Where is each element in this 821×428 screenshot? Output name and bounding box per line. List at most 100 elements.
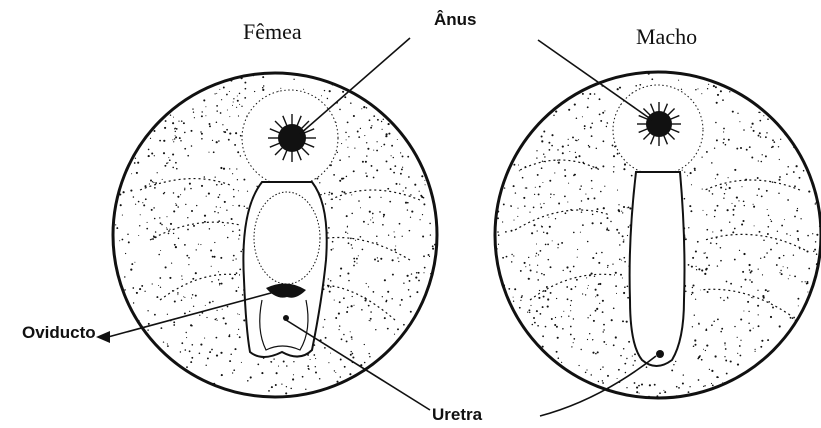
stipple-dot bbox=[581, 211, 582, 212]
stipple-dot bbox=[585, 372, 587, 374]
stipple-dot bbox=[752, 297, 753, 298]
stipple-dot bbox=[384, 279, 386, 281]
stipple-dot bbox=[324, 90, 325, 91]
stipple-dot bbox=[587, 288, 588, 289]
stipple-dot bbox=[539, 186, 541, 188]
stipple-dot bbox=[402, 155, 404, 157]
stipple-dot bbox=[187, 155, 189, 157]
stipple-dot bbox=[328, 278, 329, 279]
stipple-dot bbox=[385, 301, 387, 303]
stipple-dot bbox=[612, 144, 614, 146]
stipple-dot bbox=[403, 282, 404, 283]
stipple-dot bbox=[545, 244, 547, 246]
stipple-dot bbox=[768, 301, 770, 303]
stipple-dot bbox=[134, 162, 136, 164]
stipple-dot bbox=[563, 270, 564, 271]
stipple-dot bbox=[346, 215, 348, 217]
stipple-dot bbox=[138, 235, 139, 236]
stipple-dot bbox=[770, 316, 772, 318]
stipple-dot bbox=[208, 152, 209, 153]
stipple-dot bbox=[599, 303, 600, 304]
stipple-dot bbox=[293, 374, 294, 375]
stipple-dot bbox=[739, 121, 740, 122]
stipple-dot bbox=[186, 332, 187, 333]
stipple-dot bbox=[716, 102, 718, 104]
stipple-dot bbox=[556, 351, 558, 353]
stipple-dot bbox=[184, 148, 186, 150]
stipple-dot bbox=[191, 210, 193, 212]
stipple-dot bbox=[372, 213, 374, 215]
stipple-dot bbox=[751, 297, 752, 298]
stipple-dot bbox=[245, 88, 247, 90]
stipple-dot bbox=[578, 365, 579, 366]
stipple-dot bbox=[408, 176, 410, 178]
stipple-dot bbox=[351, 244, 353, 246]
stipple-dot bbox=[591, 374, 592, 375]
stipple-dot bbox=[216, 206, 217, 207]
stipple-dot bbox=[557, 337, 559, 339]
stipple-dot bbox=[211, 266, 212, 267]
stipple-dot bbox=[152, 181, 153, 182]
stipple-dot bbox=[691, 294, 692, 295]
stipple-dot bbox=[293, 79, 294, 80]
stipple-dot bbox=[409, 280, 411, 282]
stipple-dot bbox=[692, 257, 694, 259]
stipple-dot bbox=[166, 163, 168, 165]
stipple-dot bbox=[340, 268, 342, 270]
stipple-dot bbox=[303, 89, 304, 90]
stipple-dot bbox=[504, 187, 505, 188]
stipple-dot bbox=[725, 348, 727, 350]
stipple-dot bbox=[519, 170, 520, 171]
stipple-dot bbox=[723, 197, 724, 198]
stipple-dot bbox=[373, 291, 375, 293]
stipple-dot bbox=[513, 164, 515, 166]
stipple-dot bbox=[792, 317, 794, 319]
stipple-dot bbox=[366, 142, 367, 143]
stipple-dot bbox=[537, 325, 539, 327]
stipple-dot bbox=[695, 89, 696, 90]
stipple-dot bbox=[770, 249, 772, 251]
stipple-dot bbox=[816, 202, 818, 204]
stipple-dot bbox=[740, 355, 742, 357]
stipple-dot bbox=[751, 127, 752, 128]
stipple-dot bbox=[271, 386, 273, 388]
stipple-dot bbox=[623, 257, 625, 259]
stipple-dot bbox=[758, 325, 760, 327]
stipple-dot bbox=[330, 249, 332, 251]
stipple-dot bbox=[341, 191, 343, 193]
stipple-dot bbox=[515, 192, 516, 193]
stipple-dot bbox=[694, 315, 695, 316]
stipple-dot bbox=[371, 165, 373, 167]
stipple-dot bbox=[793, 317, 795, 319]
stipple-dot bbox=[253, 75, 254, 76]
stipple-dot bbox=[561, 316, 562, 317]
stipple-dot bbox=[238, 238, 239, 239]
stipple-dot bbox=[215, 176, 216, 177]
stipple-dot bbox=[694, 168, 696, 170]
stipple-dot bbox=[641, 383, 643, 385]
stipple-dot bbox=[382, 224, 384, 226]
stipple-dot bbox=[588, 285, 589, 286]
stipple-dot bbox=[611, 319, 613, 321]
stipple-dot bbox=[230, 80, 232, 82]
stipple-dot bbox=[292, 378, 294, 380]
stipple-dot bbox=[364, 362, 366, 364]
stipple-dot bbox=[535, 256, 536, 257]
stipple-dot bbox=[602, 380, 603, 381]
stipple-dot bbox=[717, 174, 719, 176]
stipple-dot bbox=[597, 351, 599, 353]
stipple-dot bbox=[212, 140, 213, 141]
stipple-dot bbox=[543, 232, 544, 233]
stipple-dot bbox=[759, 132, 761, 134]
stipple-dot bbox=[793, 255, 794, 256]
stipple-dot bbox=[615, 272, 617, 274]
stipple-dot bbox=[729, 187, 731, 189]
stipple-dot bbox=[787, 166, 789, 168]
stipple-dot bbox=[728, 177, 729, 178]
stipple-dot bbox=[772, 139, 774, 141]
stipple-dot bbox=[365, 172, 366, 173]
stipple-dot bbox=[315, 366, 316, 367]
stipple-dot bbox=[749, 146, 751, 148]
stipple-dot bbox=[421, 175, 423, 177]
stipple-dot bbox=[363, 106, 365, 108]
